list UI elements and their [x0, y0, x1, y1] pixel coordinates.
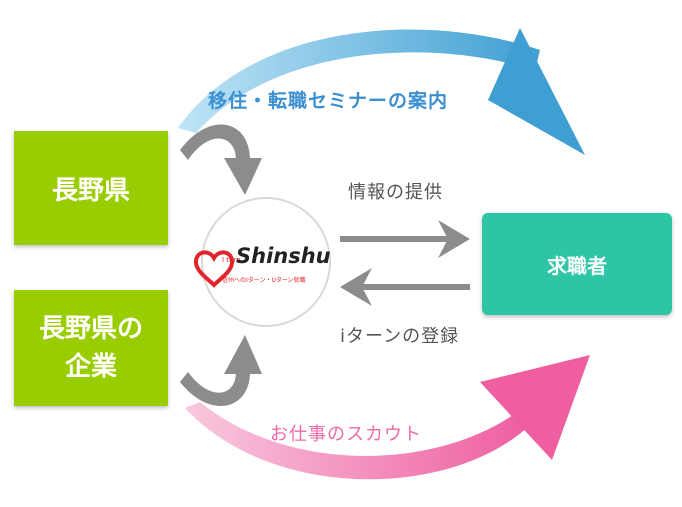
node-job-seeker: 求職者 — [482, 213, 672, 315]
heart-icon — [194, 250, 234, 288]
top-blue-curved-arrow — [178, 28, 585, 155]
top-arrow-label: 移住・転職セミナーの案内 — [208, 90, 449, 112]
bottom-arrow-label: お仕事のスカウト — [270, 424, 422, 445]
node-nagano-companies-line2: 企業 — [64, 352, 117, 382]
node-nagano-pref: 長野県 — [14, 131, 168, 245]
shinshu-logo-circle — [194, 197, 331, 327]
logo-tagline-text: 信州へのIターン・Uターン就職 — [222, 277, 306, 284]
node-job-seeker-label: 求職者 — [547, 253, 607, 278]
logo-brand-text: Shinshu — [236, 244, 331, 268]
gray-curved-arrow-bottom — [180, 335, 262, 406]
register-arrow-left — [340, 268, 470, 306]
bottom-pink-curved-arrow — [185, 355, 590, 480]
logo-small-text: I turn — [222, 256, 241, 264]
info-arrow-right — [340, 220, 470, 258]
gray-curved-arrow-top — [180, 124, 262, 195]
info-arrow-label: 情報の提供 — [348, 182, 443, 203]
register-arrow-label: iターンの登録 — [340, 326, 460, 347]
node-nagano-companies: 長野県の 企業 — [14, 290, 168, 406]
node-nagano-pref-label: 長野県 — [51, 175, 130, 206]
node-nagano-companies-line1: 長野県の — [38, 314, 143, 344]
